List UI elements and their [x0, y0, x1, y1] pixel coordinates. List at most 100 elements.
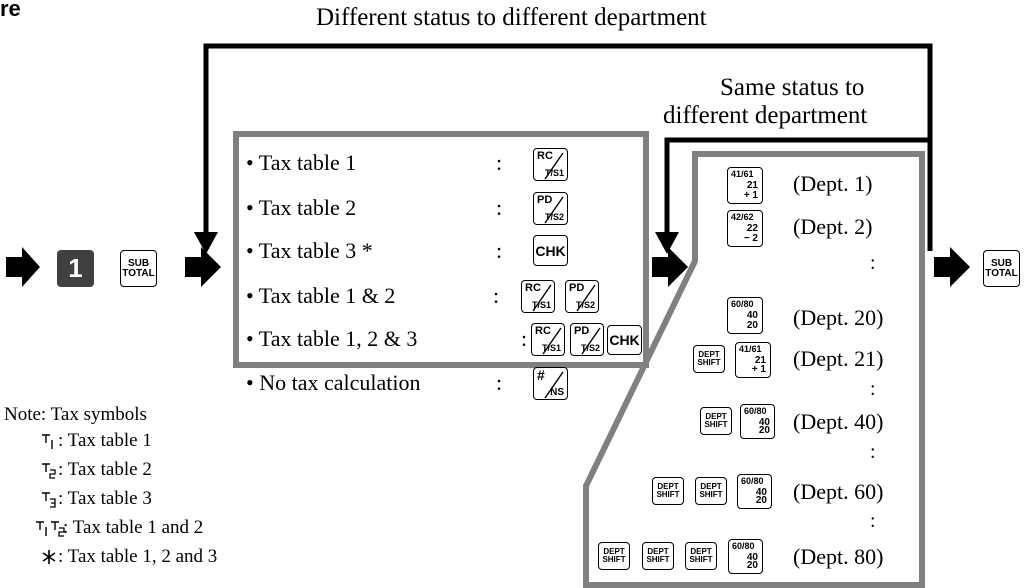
pd-key-sub: T/S2	[575, 300, 595, 310]
subtotal-key-end[interactable]: SUB TOTAL	[983, 250, 1020, 287]
dept-key-2[interactable]: 42/62 22 − 2	[727, 210, 763, 247]
note-item-2: : Tax table 2	[58, 459, 152, 480]
heading-fragment: re	[0, 0, 21, 21]
dept-key-bottom: 20	[746, 560, 758, 571]
department-panel	[583, 151, 925, 588]
chk-key[interactable]: CHK	[533, 235, 568, 266]
subtotal-key-end-line2: TOTAL	[985, 267, 1018, 279]
shift-line1: DEPT	[603, 546, 625, 556]
dept-key-1[interactable]: 41/61 21 + 1	[727, 167, 763, 204]
pd-key-sub: T/S2	[580, 343, 600, 353]
dept-key-20-mid: 40	[746, 310, 758, 321]
tax-symbol-2-icon	[42, 463, 56, 479]
key-divider-icon	[532, 284, 552, 312]
tax-row-2-colon: :	[496, 195, 503, 220]
pd-ts2-key[interactable]: PD T/S2	[533, 192, 568, 225]
shift-line1: DEPT	[700, 481, 722, 491]
subtotal-key[interactable]: SUB TOTAL	[120, 250, 157, 287]
tax-row-3-label: • Tax table 3 *	[246, 238, 373, 263]
dept-shift-key[interactable]: DEPT SHIFT	[695, 477, 727, 505]
tax-row-4-colon: :	[493, 283, 500, 308]
ns-key[interactable]: # NS	[533, 367, 568, 400]
arrow-right-start	[6, 247, 40, 287]
shift-line2: SHIFT	[656, 490, 680, 499]
key-divider-icon	[544, 196, 564, 224]
pd-key-main: PD	[537, 194, 553, 206]
rc-key-sub: T/S1	[531, 300, 551, 310]
dept-key-top: 60/80	[744, 406, 767, 416]
rc-ts1-key-row4[interactable]: RC T/S1	[521, 280, 555, 313]
tax-symbol-1-icon	[42, 434, 53, 449]
dept-shift-key[interactable]: DEPT SHIFT	[700, 407, 732, 435]
rc-key-main: RC	[535, 325, 551, 337]
shift-line2: SHIFT	[646, 555, 670, 564]
dept-key-20-shifted-three[interactable]: 60/80 40 20	[728, 539, 763, 574]
ellipsis-3: :	[870, 441, 876, 463]
shift-line1: DEPT	[698, 349, 720, 359]
chk-key-row5[interactable]: CHK	[607, 325, 642, 355]
dept-key-20-shifted-twice[interactable]: 60/80 40 20	[737, 474, 772, 509]
same-status-label-line1: Same status to	[720, 74, 865, 101]
dept-shift-key[interactable]: DEPT SHIFT	[693, 345, 725, 373]
dept-key-20-shifted[interactable]: 60/80 40 20	[740, 404, 775, 439]
outer-loop-line	[203, 43, 933, 251]
dept-key-20-top: 60/80	[731, 299, 754, 309]
dept-key-top: 41/61	[739, 344, 762, 354]
tax-row-5-colon: :	[521, 326, 528, 351]
dept-label-80: (Dept. 80)	[793, 544, 884, 569]
dept-shift-key[interactable]: DEPT SHIFT	[652, 477, 684, 505]
rc-ts1-key-row5[interactable]: RC T/S1	[531, 323, 565, 356]
key-divider-icon	[544, 371, 564, 399]
dept-key-mid: 21	[754, 355, 766, 366]
dept-key-bottom: 20	[758, 425, 770, 436]
pd-ts2-key-row4[interactable]: PD T/S2	[565, 280, 599, 313]
pd-ts2-key-row5[interactable]: PD T/S2	[570, 323, 604, 356]
shift-line2: SHIFT	[704, 420, 728, 429]
note-item-4: : Tax table 1 and 2	[63, 517, 204, 538]
shift-line2: SHIFT	[602, 555, 626, 564]
pd-key-sub: T/S2	[544, 212, 564, 222]
ellipsis-1: :	[870, 252, 876, 274]
dept-shift-key[interactable]: DEPT SHIFT	[642, 542, 674, 570]
shift-line1: DEPT	[705, 411, 727, 421]
inner-loop-arrowhead	[655, 232, 679, 254]
dept-key-2-mid: 22	[746, 223, 758, 234]
tax-symbol-all-icon	[42, 550, 56, 564]
tax-row-1-colon: :	[496, 150, 503, 175]
dept-key-2-top: 42/62	[731, 212, 754, 222]
inner-loop-line	[664, 137, 930, 232]
dept-key-1-shifted[interactable]: 41/61 21 + 1	[735, 342, 771, 378]
tax-symbol-3-icon	[42, 492, 56, 508]
rc-ts1-key[interactable]: RC T/S1	[533, 148, 568, 181]
rc-key-sub: T/S1	[544, 168, 564, 178]
outer-loop-arrowhead	[194, 232, 218, 254]
dept-key-mid: 40	[755, 487, 767, 498]
tax-row-6-label: • No tax calculation	[246, 370, 421, 395]
tax-row-5-label: • Tax table 1, 2 & 3	[246, 326, 418, 351]
dept-key-mid: 40	[758, 417, 770, 428]
dept-key-1-top: 41/61	[731, 169, 754, 179]
dept-key-20-bottom: 20	[746, 320, 758, 331]
dept-label-1: (Dept. 1)	[793, 171, 873, 196]
dept-key-20[interactable]: 60/80 40 20	[727, 297, 763, 334]
subtotal-key-end-line1: SUB	[990, 257, 1013, 269]
dept-shift-key[interactable]: DEPT SHIFT	[685, 542, 717, 570]
key-divider-icon	[544, 152, 564, 180]
tax-row-4-label: • Tax table 1 & 2	[246, 283, 396, 308]
pd-key-main: PD	[574, 325, 590, 337]
dept-label-40: (Dept. 40)	[793, 409, 884, 434]
dept-shift-key[interactable]: DEPT SHIFT	[598, 542, 630, 570]
tax-row-1-label: • Tax table 1	[246, 150, 357, 175]
rc-key-main: RC	[537, 150, 553, 162]
arrow-right-after-subtotal	[185, 247, 221, 287]
different-status-label: Different status to different department	[316, 4, 707, 31]
dept-key-bottom: + 1	[751, 364, 766, 375]
dept-key-top: 60/80	[732, 541, 755, 551]
shift-line2: SHIFT	[697, 358, 721, 367]
arrow-right-to-subtotal	[934, 247, 970, 287]
dept-key-top: 60/80	[741, 476, 764, 486]
tax-symbol-1-2-icon	[36, 521, 65, 537]
same-status-label-line2: different department	[663, 102, 868, 129]
dept-label-60: (Dept. 60)	[793, 479, 884, 504]
number-key-1[interactable]: 1	[57, 250, 94, 287]
